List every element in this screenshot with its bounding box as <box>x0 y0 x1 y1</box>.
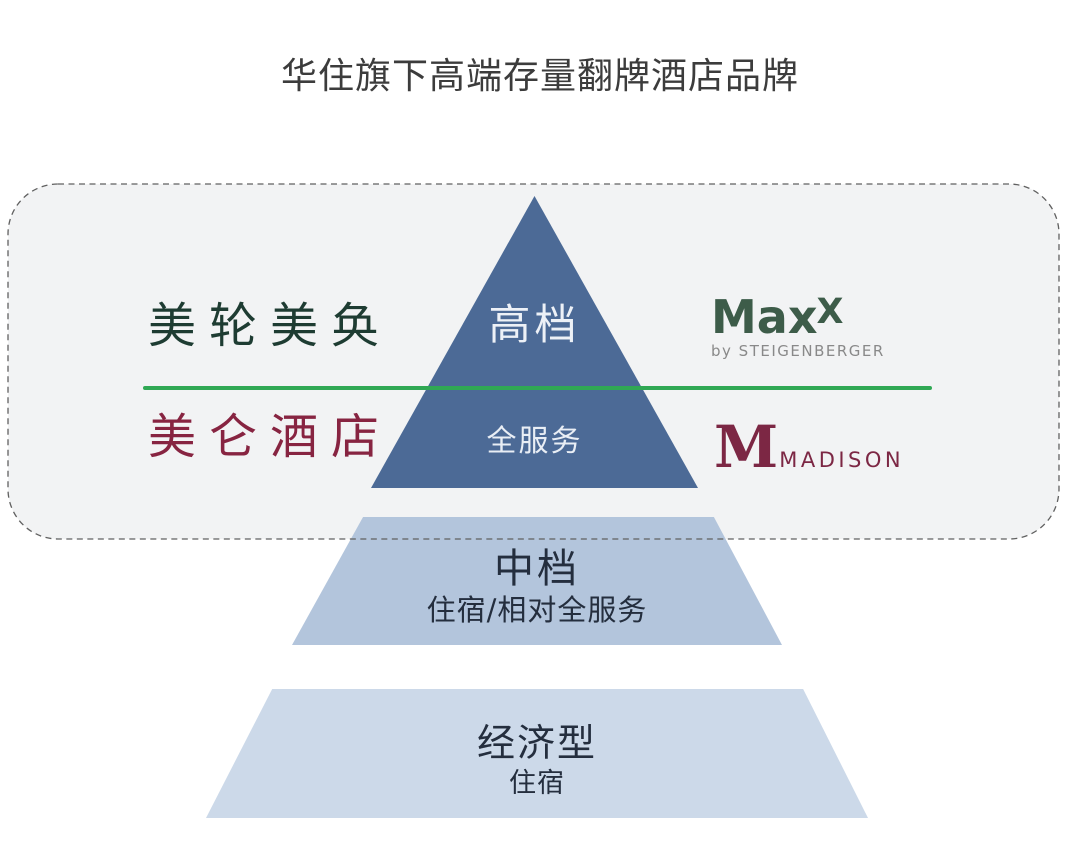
tier-midscale-sublabel: 住宿/相对全服务 <box>426 593 648 627</box>
maxx-wordmark-main: Max <box>711 290 818 344</box>
madison-logo: M MADISON <box>714 418 904 476</box>
brand-name-meilunmeihuan: 美轮美奂 <box>148 298 393 354</box>
madison-logo-initial: M <box>714 413 779 481</box>
maxx-wordmark: MaxX <box>711 294 885 340</box>
tier-upscale-sublabel: 全服务 <box>486 424 583 459</box>
tier-economy-label: 经济型 <box>476 721 597 765</box>
green-divider-line <box>143 386 932 390</box>
tier-midscale-label: 中档 <box>494 546 580 592</box>
madison-logo-name: MADISON <box>779 448 905 472</box>
maxx-steigenberger-logo: MaxX by STEIGENBERGER <box>711 294 885 359</box>
brand-name-mehood-hotel: 美仑酒店 <box>148 409 393 465</box>
tier-economy-shape <box>206 689 868 818</box>
page-title: 华住旗下高端存量翻牌酒店品牌 <box>280 56 799 97</box>
maxx-wordmark-sup-x: X <box>816 292 844 332</box>
maxx-byline: by STEIGENBERGER <box>711 342 885 360</box>
tier-upscale-label: 高档 <box>488 300 581 349</box>
tier-economy-sublabel: 住宿 <box>509 768 565 799</box>
